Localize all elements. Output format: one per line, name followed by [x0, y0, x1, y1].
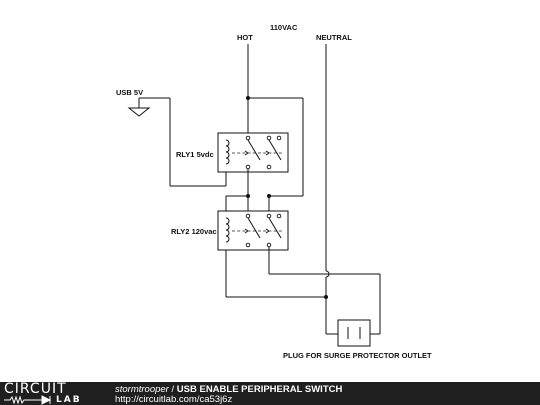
relay1-label: RLY1 5vdc — [176, 150, 214, 159]
neutral-line — [325, 44, 338, 335]
outlet-plug — [337, 319, 371, 347]
outlet-label: PLUG FOR SURGE PROTECTOR OUTLET — [283, 351, 432, 360]
author-name[interactable]: stormtrooper — [115, 384, 169, 395]
circuitlab-logo[interactable]: CIRCUIT LAB — [4, 382, 102, 405]
schematic-credit: stormtrooper / USB ENABLE PERIPHERAL SWI… — [115, 384, 342, 395]
usb-ground — [127, 97, 227, 187]
schematic-title: USB ENABLE PERIPHERAL SWITCH — [176, 384, 343, 395]
logo-circuit-text: CIRCUIT — [4, 381, 67, 397]
neutral-label: NEUTRAL — [316, 33, 352, 42]
credit-separator: / — [168, 384, 177, 395]
outlet-feed — [268, 247, 381, 335]
relay2 — [217, 194, 328, 299]
footer-bar: CIRCUIT LAB stormtrooper / USB ENABLE PE… — [0, 382, 540, 405]
relay1 — [217, 132, 289, 173]
logo-lab-text: LAB — [56, 395, 82, 405]
hot-line — [246, 44, 304, 211]
supply-label: 110VAC — [270, 23, 298, 32]
hot-label: HOT — [237, 33, 253, 42]
usb-label: USB 5V — [116, 88, 143, 97]
logo-wave-icon — [4, 395, 52, 405]
relay2-label: RLY2 120vac — [171, 227, 217, 236]
circuit-schematic: 110VAC HOT NEUTRAL USB 5V RLY1 5vdc RLY2… — [116, 23, 432, 360]
schematic-url-link[interactable]: http://circuitlab.com/ca53j6z — [115, 394, 233, 405]
